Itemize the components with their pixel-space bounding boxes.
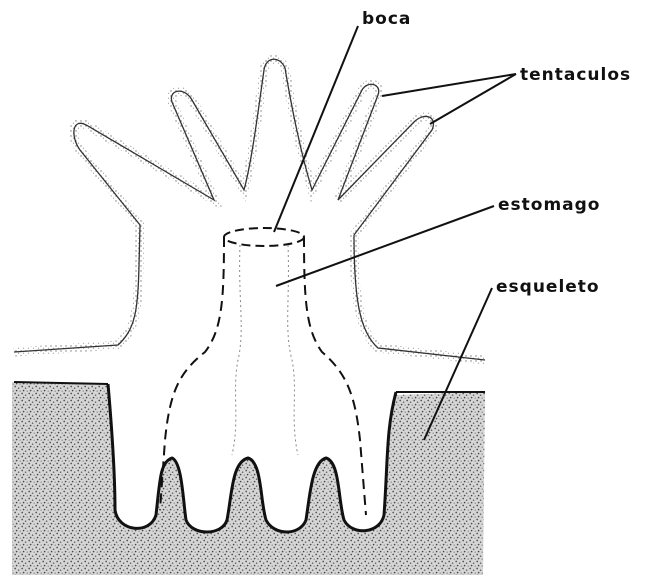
label-esqueleto: esqueleto [496,277,600,297]
label-tentaculos: tentaculos [520,65,631,85]
label-estomago: estomago [498,195,601,215]
label-boca: boca [362,9,411,29]
